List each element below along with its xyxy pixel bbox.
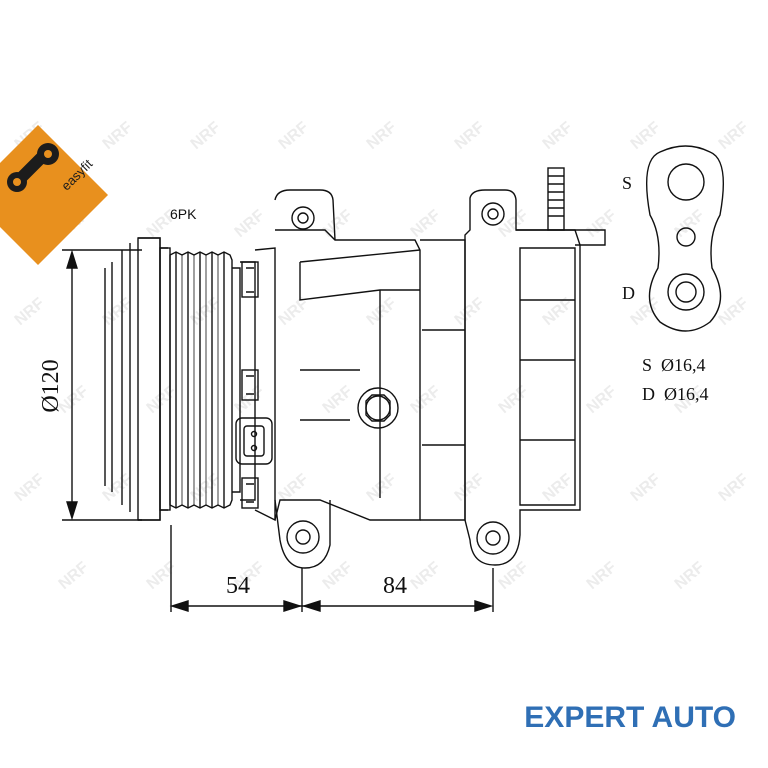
brand-logo-text: EXPERT AUTO [524, 701, 736, 734]
nrf-watermark: NRF [364, 119, 400, 153]
nrf-watermark: NRF [276, 295, 312, 329]
nrf-watermark: NRF [672, 559, 708, 593]
nrf-watermark: NRF [408, 383, 444, 417]
nrf-watermark: NRF [584, 559, 620, 593]
dimension-lines [62, 249, 494, 612]
pulley-grooves [169, 251, 233, 509]
nrf-watermark: NRF [628, 119, 664, 153]
spec-s-label: S Ø16,4 [642, 355, 706, 375]
nrf-watermark: NRF [628, 471, 664, 505]
nrf-watermark: NRF [452, 119, 488, 153]
nrf-watermark: NRF [320, 559, 356, 593]
nrf-watermark: NRF [144, 559, 180, 593]
easyfit-badge-shape [0, 125, 108, 265]
compressor-body [274, 189, 466, 569]
clutch-pulley [104, 237, 241, 521]
nrf-watermark: NRF [320, 207, 356, 241]
nrf-watermark: NRF [540, 471, 576, 505]
nrf-watermark: NRF [716, 471, 752, 505]
nrf-watermark: NRF [144, 383, 180, 417]
nrf-watermark: NRF [584, 207, 620, 241]
nrf-watermark: NRF [364, 471, 400, 505]
mounting-hole-top-left [291, 206, 315, 230]
port-flange [645, 145, 725, 332]
nrf-watermark: NRF [276, 119, 312, 153]
nrf-watermark: NRF [716, 119, 752, 153]
port-s-label: S [622, 173, 632, 193]
nrf-watermark: NRF [716, 295, 752, 329]
electrical-connector [235, 417, 273, 465]
port-d-label: D [622, 283, 635, 303]
nrf-watermark: NRF [452, 295, 488, 329]
nrf-watermark: NRF [320, 383, 356, 417]
pulley-diameter-label: Ø120 [38, 359, 64, 412]
nrf-watermark: NRF [12, 471, 48, 505]
rear-head [464, 167, 606, 566]
mounting-hole-bottom-right [476, 521, 510, 555]
mounting-hole-center [357, 387, 399, 429]
dimension-54-label: 54 [226, 573, 250, 599]
nrf-watermark: NRF [408, 559, 444, 593]
mounting-hole-bottom-left [286, 520, 320, 554]
nrf-watermark: NRF [496, 207, 532, 241]
dimension-84-label: 84 [383, 573, 407, 599]
nrf-watermark: NRF [100, 119, 136, 153]
mounting-hole-top-right [481, 202, 505, 226]
nrf-watermark: NRF [452, 471, 488, 505]
port-stud [547, 167, 565, 231]
front-housing [235, 247, 276, 522]
easyfit-badge: easyfit [0, 125, 108, 265]
nrf-watermark: NRF [364, 295, 400, 329]
nrf-watermark: NRF [540, 119, 576, 153]
nrf-watermark: NRF [496, 383, 532, 417]
nrf-watermark: NRF [584, 383, 620, 417]
discharge-port [667, 273, 705, 311]
nrf-watermark: NRF [56, 559, 92, 593]
nrf-watermark: NRF [408, 207, 444, 241]
spec-d-label: D Ø16,4 [642, 384, 709, 404]
nrf-watermark: NRF [188, 119, 224, 153]
belt-profile-label: 6PK [170, 206, 197, 222]
nrf-watermark: NRF [232, 207, 268, 241]
suction-port [667, 163, 705, 201]
nrf-watermark: NRF [12, 295, 48, 329]
